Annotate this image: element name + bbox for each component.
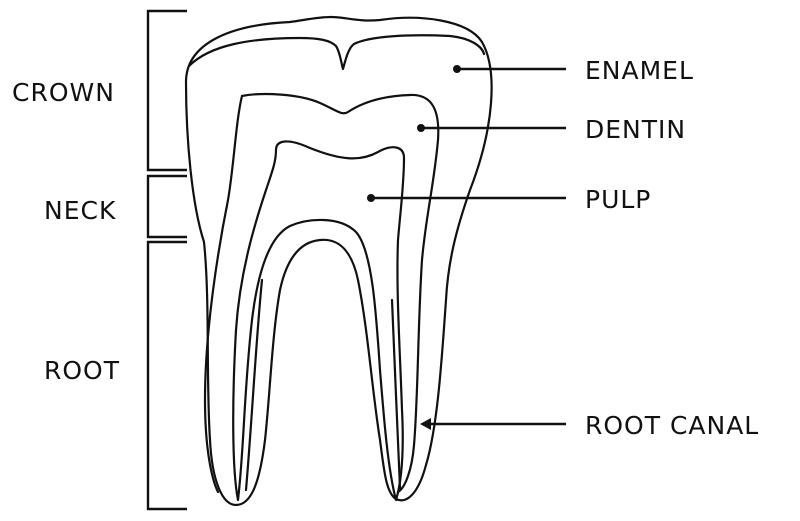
enamel-boundary-line: [187, 34, 486, 71]
crown-label: CROWN: [12, 78, 115, 107]
dentin-leader: [417, 124, 566, 132]
root-canal-right-line: [390, 298, 402, 490]
dentin-label: DENTIN: [585, 115, 686, 144]
crown-bracket: [146, 9, 187, 172]
neck-bracket: [146, 174, 187, 239]
root-canal-leader: [420, 418, 566, 430]
pulp-label: PULP: [585, 185, 651, 214]
enamel-leader: [453, 65, 566, 73]
dentin-inner-line: [240, 92, 440, 494]
pulp-leader: [367, 194, 566, 202]
root-label: ROOT: [44, 356, 120, 385]
enamel-label: ENAMEL: [585, 56, 694, 85]
root-canal-arrowhead: [420, 418, 431, 430]
dentin-left-line: [203, 94, 244, 494]
neck-label: NECK: [44, 196, 116, 225]
root-canal-label: ROOT CANAL: [585, 411, 759, 440]
root-canal-left-line: [244, 278, 264, 492]
tooth-outer-outline: [184, 15, 493, 507]
pulp-outline: [232, 140, 406, 502]
root-bracket: [146, 240, 187, 511]
